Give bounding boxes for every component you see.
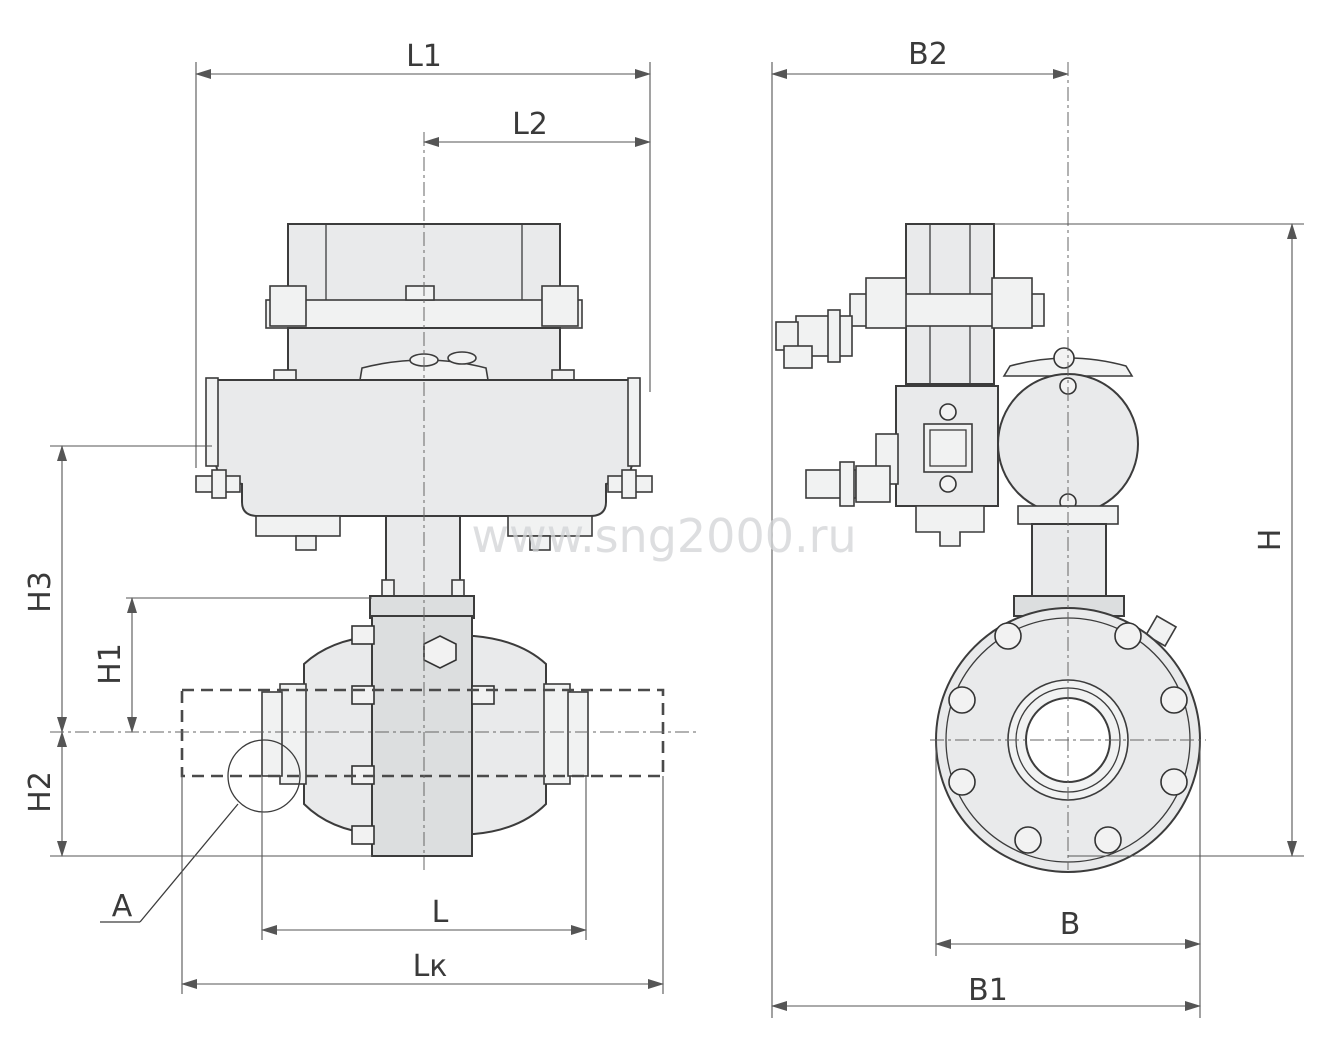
watermark: www.sng2000.ru — [471, 509, 856, 563]
label-B: B — [1060, 907, 1081, 942]
body-center-plate — [371, 615, 473, 857]
pipe-extent-outline — [180, 688, 665, 778]
label-L1: L1 — [406, 39, 442, 74]
side-view — [771, 62, 1304, 1018]
label-H1: H1 — [93, 643, 128, 685]
dimension-labels: L1 L2 H3 H1 H2 L Lк A B2 H B B1 — [23, 37, 1288, 1008]
label-L: L — [432, 895, 449, 930]
valve-neck — [385, 515, 461, 599]
detail-a-circle — [227, 739, 301, 813]
label-H2: H2 — [23, 771, 58, 813]
label-H3: H3 — [23, 571, 58, 613]
label-Lk: Lк — [413, 949, 448, 984]
label-L2: L2 — [512, 107, 548, 142]
front-view — [50, 62, 700, 994]
neck-flange — [369, 595, 475, 619]
side-valve-neck — [1031, 523, 1107, 601]
label-A: A — [112, 889, 133, 924]
label-H: H — [1253, 529, 1288, 552]
side-flange-bolts — [948, 622, 1188, 854]
label-B1: B1 — [968, 973, 1008, 1008]
label-B2: B2 — [908, 37, 948, 72]
